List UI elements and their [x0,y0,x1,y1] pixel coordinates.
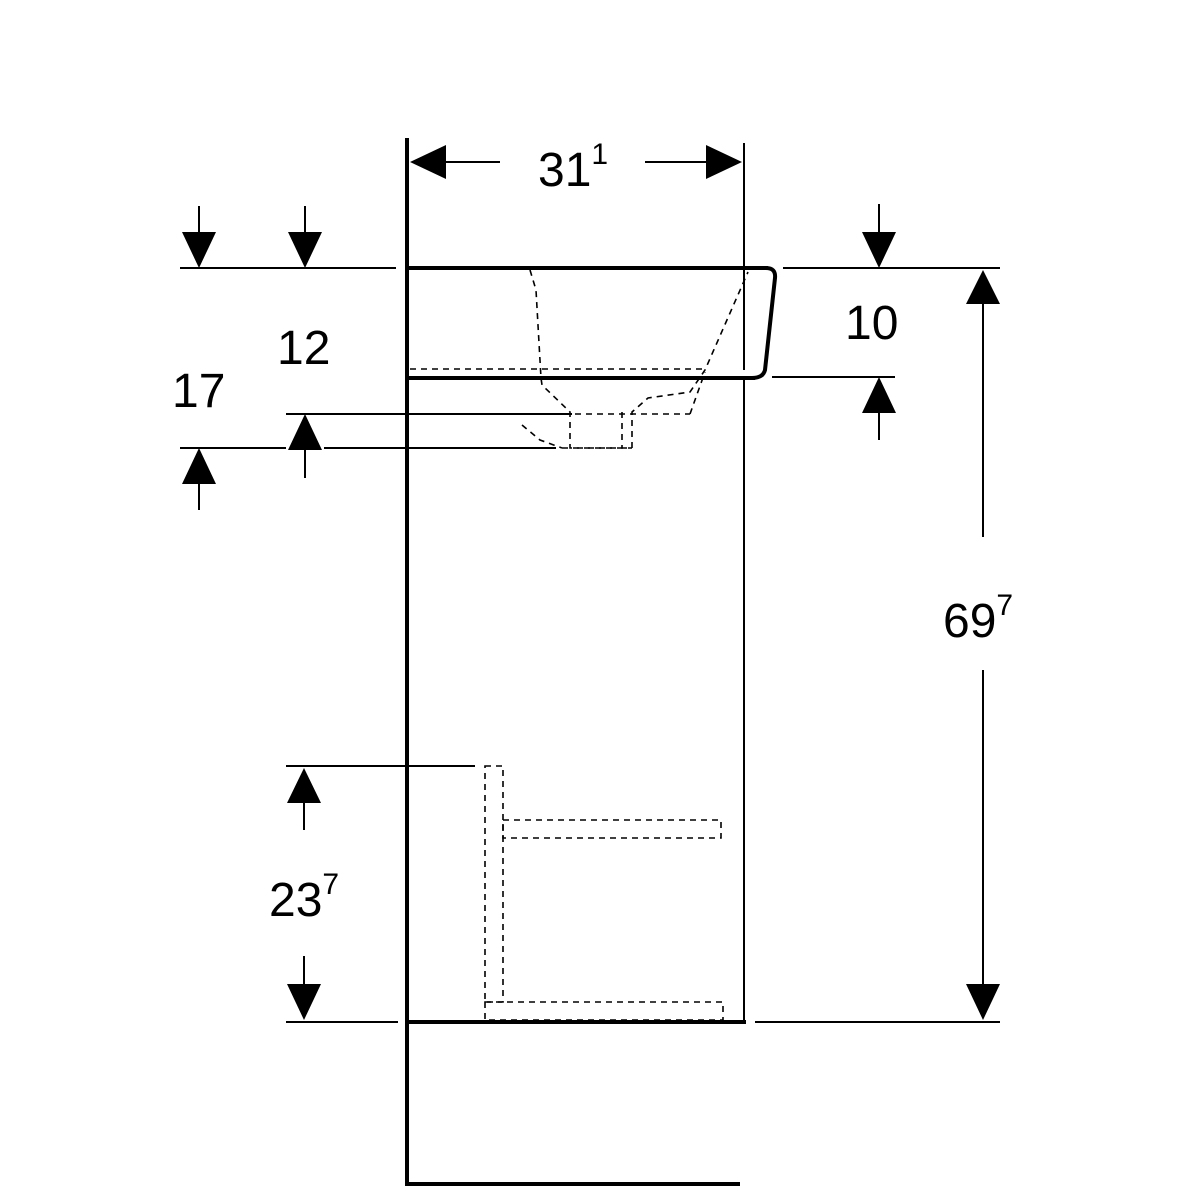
dimension-10-label: 10 [845,297,898,350]
arrow-up-icon [182,448,216,484]
dimension-left-lower: 237 [269,765,475,1023]
dimension-lower-label: 237 [269,868,339,927]
arrow-up-icon [862,377,896,413]
dimension-total-label: 697 [943,589,1013,648]
drawer-upper-rail-dashed [502,819,722,839]
dimension-right-rim: 10 [772,204,1000,440]
dimension-width-top: 311 [410,138,745,370]
dimension-width-label: 311 [538,138,608,197]
arrow-down-icon [966,984,1000,1020]
drawer-side-dashed [484,765,504,1003]
wall-and-floor [405,138,740,1186]
arrow-up-icon [287,768,321,803]
cabinet-outline [407,266,778,1024]
arrow-down-icon [288,232,322,268]
siphon-right-dashed [689,371,706,415]
arrow-right-icon [706,145,742,179]
arrow-down-icon [182,232,216,268]
dimension-12-label: 12 [277,322,330,375]
hidden-basin-bowl [410,269,749,449]
arrow-down-icon [287,984,321,1020]
hidden-drawer-frame [484,765,724,1021]
siphon-outlet-dashed [521,424,563,449]
basin-front-rim [751,266,778,380]
dimension-left-top: 12 17 [172,206,572,510]
bowl-dashed-contour [529,269,749,449]
dimension-right-total: 697 [755,270,1013,1023]
drawer-bottom-rail-dashed [484,1001,724,1021]
arrow-left-icon [410,145,446,179]
arrow-up-icon [288,414,322,450]
arrow-down-icon [862,232,896,268]
dimension-17-label: 17 [172,365,225,418]
arrow-up-icon [966,270,1000,304]
